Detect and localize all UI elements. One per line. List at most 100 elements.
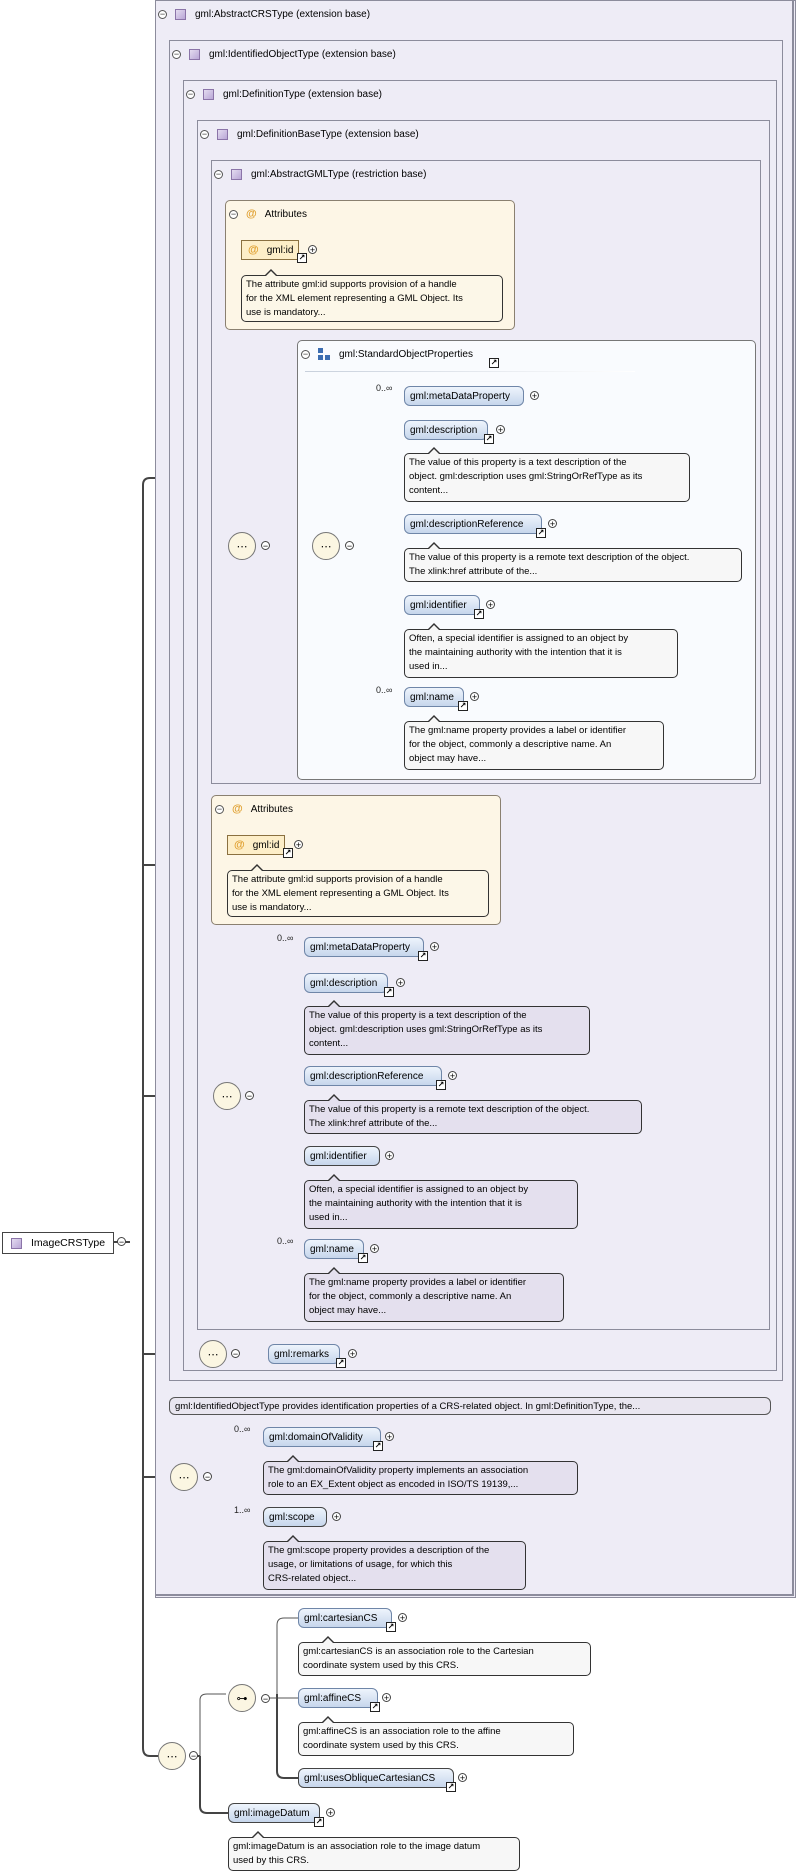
doc-line: for the object, commonly a descriptive n… (409, 739, 612, 750)
link-arrow-icon[interactable]: ↗ (458, 701, 468, 711)
expand-icon[interactable]: + (530, 391, 539, 401)
expand-icon[interactable]: + (326, 1808, 335, 1818)
sequence-compositor[interactable]: ⋯ (312, 532, 340, 560)
sequence-compositor[interactable]: ⋯ (228, 532, 256, 560)
collapse-icon[interactable]: − (189, 1751, 198, 1761)
expand-icon[interactable]: + (548, 519, 557, 529)
element-label: gml:descriptionReference (410, 518, 524, 530)
element-usesobliquecartesiancs[interactable]: gml:usesObliqueCartesianCS (298, 1768, 454, 1788)
link-arrow-icon[interactable]: ↗ (436, 1080, 446, 1090)
expand-icon[interactable]: + (308, 245, 317, 255)
doc-line: used in... (409, 661, 448, 672)
attributes-header-outer: − @ Attributes (215, 801, 293, 817)
doc-line: gml:affineCS is an association role to t… (303, 1726, 501, 1737)
element-metadataproperty[interactable]: gml:metaDataProperty (304, 937, 424, 957)
cartesian-cs-doc: gml:cartesianCS is an association role t… (298, 1636, 591, 1676)
name-doc-inner: The gml:name property provides a label o… (404, 715, 664, 770)
expand-icon[interactable]: + (332, 1512, 341, 1522)
collapse-icon[interactable]: − (203, 1472, 212, 1482)
doc-line: used by this CRS. (233, 1855, 310, 1866)
link-arrow-icon[interactable]: ↗ (484, 434, 494, 444)
choice-compositor[interactable]: ⊶ (228, 1684, 256, 1712)
element-remarks[interactable]: gml:remarks (268, 1344, 340, 1364)
collapse-toggle[interactable]: − (117, 1237, 126, 1247)
element-scope[interactable]: gml:scope (263, 1507, 327, 1527)
element-domainofvalidity[interactable]: gml:domainOfValidity (263, 1427, 381, 1447)
link-arrow-icon[interactable]: ↗ (358, 1253, 368, 1263)
expand-icon[interactable]: + (496, 425, 505, 435)
link-arrow-icon[interactable]: ↗ (418, 951, 428, 961)
collapse-icon[interactable]: − (200, 128, 209, 139)
collapse-icon[interactable]: − (186, 88, 195, 99)
doc-line: Often, a special identifier is assigned … (409, 633, 629, 644)
definition-base-header: − gml:DefinitionBaseType (extension base… (200, 126, 419, 142)
expand-icon[interactable]: + (398, 1613, 407, 1623)
sequence-compositor[interactable]: ⋯ (158, 1742, 186, 1770)
doc-line: Often, a special identifier is assigned … (309, 1184, 529, 1195)
identifier-doc: Often, a special identifier is assigned … (304, 1174, 578, 1229)
collapse-icon[interactable]: − (261, 541, 270, 551)
collapse-icon[interactable]: − (172, 48, 181, 59)
expand-icon[interactable]: + (385, 1432, 394, 1442)
link-arrow-icon[interactable]: ↗ (297, 253, 307, 263)
collapse-icon[interactable]: − (215, 803, 224, 814)
attribute-icon: @ (232, 803, 243, 815)
collapse-icon[interactable]: − (158, 8, 167, 19)
link-arrow-icon[interactable]: ↗ (336, 1358, 346, 1368)
sequence-compositor[interactable]: ⋯ (213, 1082, 241, 1110)
link-arrow-icon[interactable]: ↗ (489, 358, 499, 368)
element-description[interactable]: gml:description (304, 973, 388, 993)
element-descriptionreference[interactable]: gml:descriptionReference (304, 1066, 442, 1086)
element-imagedatum[interactable]: gml:imageDatum (228, 1803, 320, 1823)
element-cartesiancs[interactable]: gml:cartesianCS (298, 1608, 392, 1628)
link-arrow-icon[interactable]: ↗ (536, 528, 546, 538)
identified-object-title: gml:IdentifiedObjectType (extension base… (209, 48, 396, 60)
abstract-gml-title: gml:AbstractGMLType (restriction base) (251, 168, 427, 180)
expand-icon[interactable]: + (396, 978, 405, 988)
element-descriptionreference-inner[interactable]: gml:descriptionReference (404, 514, 542, 534)
element-description-inner[interactable]: gml:description (404, 420, 488, 440)
collapse-icon[interactable]: − (231, 1349, 240, 1359)
collapse-icon[interactable]: − (214, 168, 223, 179)
expand-icon[interactable]: + (448, 1071, 457, 1081)
element-label: gml:descriptionReference (310, 1070, 424, 1082)
expand-icon[interactable]: + (458, 1773, 467, 1783)
element-affinecs[interactable]: gml:affineCS (298, 1688, 378, 1708)
expand-icon[interactable]: + (382, 1693, 391, 1703)
expand-icon[interactable]: + (385, 1151, 394, 1161)
link-arrow-icon[interactable]: ↗ (314, 1817, 324, 1827)
link-arrow-icon[interactable]: ↗ (370, 1702, 380, 1712)
element-identifier-inner[interactable]: gml:identifier (404, 595, 480, 615)
link-arrow-icon[interactable]: ↗ (386, 1622, 396, 1632)
gml-id-attribute-outer[interactable]: @ gml:id (227, 835, 285, 855)
element-identifier[interactable]: gml:identifier (304, 1146, 380, 1166)
link-arrow-icon[interactable]: ↗ (446, 1782, 456, 1792)
expand-icon[interactable]: + (430, 942, 439, 952)
collapse-icon[interactable]: − (301, 348, 310, 359)
link-arrow-icon[interactable]: ↗ (283, 848, 293, 858)
expand-icon[interactable]: + (370, 1244, 379, 1254)
doc-line: object may have... (409, 753, 487, 764)
element-metadataproperty-inner[interactable]: gml:metaDataProperty (404, 386, 524, 406)
root-element[interactable]: ImageCRSType (2, 1232, 114, 1254)
collapse-icon[interactable]: − (345, 541, 354, 551)
link-arrow-icon[interactable]: ↗ (373, 1441, 383, 1451)
sequence-compositor[interactable]: ⋯ (170, 1463, 198, 1491)
element-name-inner[interactable]: gml:name (404, 687, 464, 707)
description-reference-doc-inner: The value of this property is a remote t… (404, 542, 742, 582)
collapse-icon[interactable]: − (229, 208, 238, 219)
abstract-crs-header: − gml:AbstractCRSType (extension base) (158, 6, 370, 22)
expand-icon[interactable]: + (486, 600, 495, 610)
link-arrow-icon[interactable]: ↗ (384, 987, 394, 997)
element-name[interactable]: gml:name (304, 1239, 364, 1259)
collapse-icon[interactable]: − (261, 1694, 270, 1704)
expand-icon[interactable]: + (348, 1349, 357, 1359)
collapse-icon[interactable]: − (245, 1091, 254, 1101)
gml-id-attribute-inner[interactable]: @ gml:id (241, 240, 299, 260)
expand-icon[interactable]: + (294, 840, 303, 850)
description-reference-doc: The value of this property is a remote t… (304, 1094, 642, 1134)
link-arrow-icon[interactable]: ↗ (474, 609, 484, 619)
expand-icon[interactable]: + (470, 692, 479, 702)
doc-line: use is mandatory... (246, 307, 326, 318)
sequence-compositor[interactable]: ⋯ (199, 1340, 227, 1368)
